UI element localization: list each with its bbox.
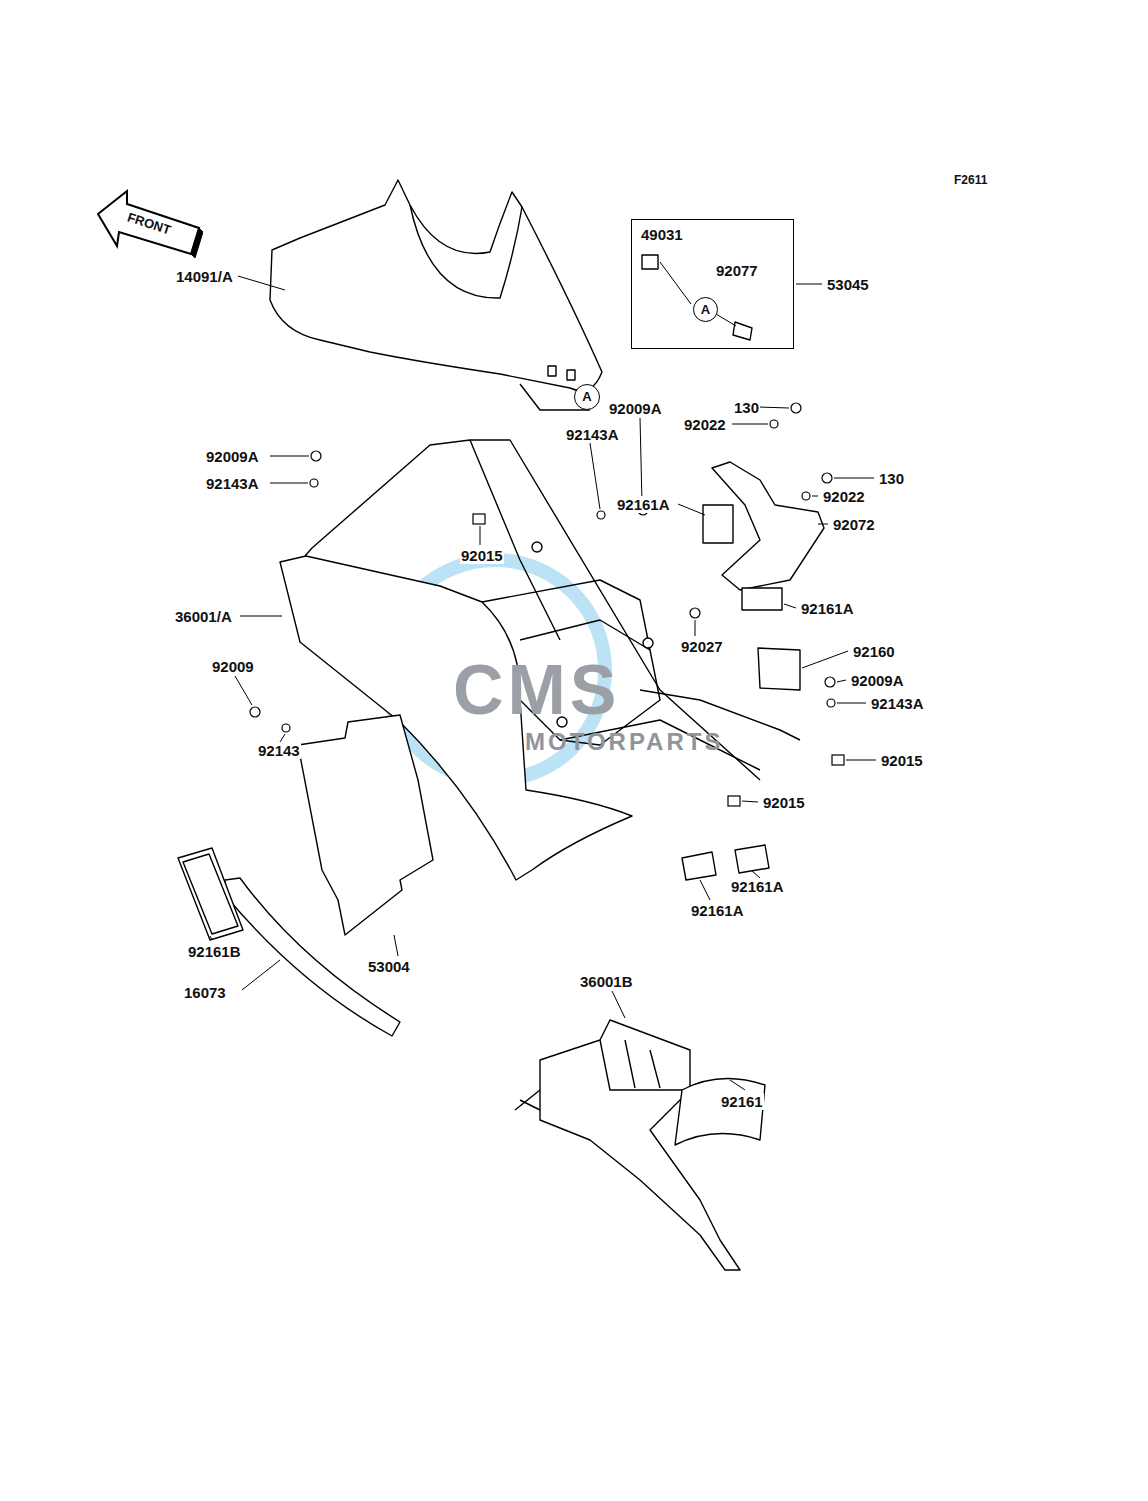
reference-circle: A [693,297,718,322]
callout-number: 130 [733,399,760,416]
watermark-text: MOTORPARTS [524,728,724,756]
arrow-shade [191,228,203,258]
arrow-shape [98,191,199,254]
reference-circle: A [574,384,600,410]
reference-letter: A [582,390,591,404]
callout-number: 92009A [608,400,663,417]
callout-number: 92161 [720,1093,764,1110]
callout-number: 92009A [850,672,905,689]
callout-number: 92160 [852,643,896,660]
callout-number: 49031 [641,226,683,243]
callout-number: 92143A [565,426,620,443]
callout-number: 92022 [683,416,727,433]
callout-number: 53045 [826,276,870,293]
callout-number: 36001B [579,973,634,990]
callout-number: 92027 [680,638,724,655]
callout-number: 92022 [822,488,866,505]
inset-box: 49031 92077A [631,219,794,349]
front-arrow: FRONT [95,188,203,260]
callout-number: 92143A [870,695,925,712]
callout-number: 130 [878,470,905,487]
callout-number: 92161A [800,600,855,617]
callout-number: 92077 [716,262,758,279]
callout-number: 53004 [367,958,411,975]
callout-number: 92015 [460,547,504,564]
callout-number: 16073 [183,984,227,1001]
callout-number: 92161A [616,496,671,513]
figure-code: F2611 [953,173,988,187]
callout-number: 92015 [762,794,806,811]
callout-number: 92072 [832,516,876,533]
reference-letter: A [701,303,710,317]
callout-number: 36001/A [174,608,233,625]
callout-number: 92161A [690,902,745,919]
callout-number: 14091/A [175,268,234,285]
callout-number: 92015 [880,752,924,769]
callout-number: 92143A [205,475,260,492]
callout-number: 92009 [211,658,255,675]
callout-number: 92161A [730,878,785,895]
part-outlines [178,180,824,1270]
callout-number: 92009A [205,448,260,465]
watermark-text: CMS [452,650,622,731]
fasteners [250,403,844,806]
callout-number: 92143 [257,742,301,759]
leader-lines [210,262,876,1090]
callout-number: 92161B [187,943,242,960]
